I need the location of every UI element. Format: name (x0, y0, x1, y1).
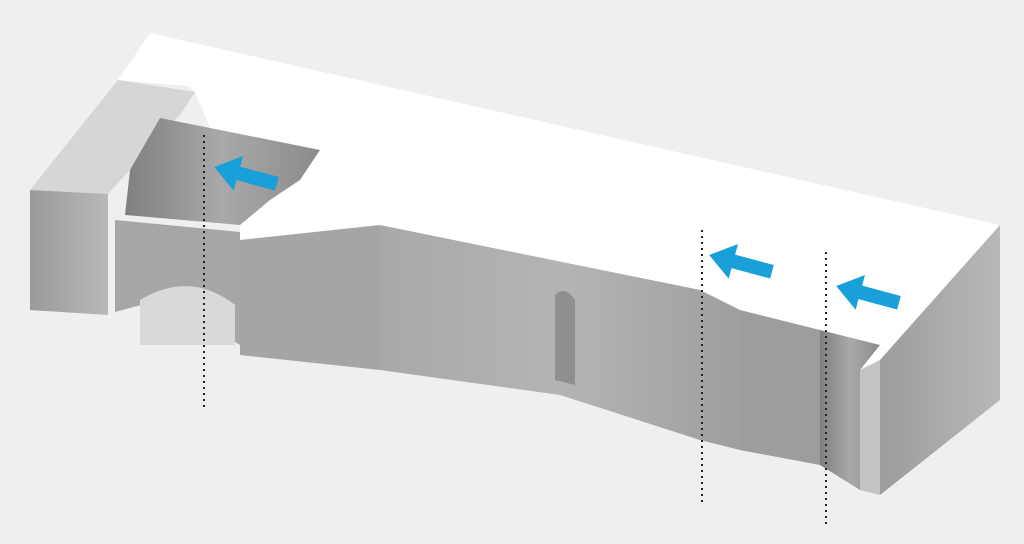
right-front-wall (740, 310, 820, 465)
middle-front-wall (240, 225, 380, 370)
right-pocket (820, 330, 880, 490)
flow-arrow-icon (836, 275, 901, 310)
right-end-face (880, 225, 1000, 495)
right-end-front (860, 360, 880, 495)
left-end-face (30, 80, 195, 194)
top-surface (118, 33, 1000, 370)
flow-arrow-icon (709, 244, 774, 279)
center-arch (555, 291, 575, 385)
flow-arrow-icon (214, 156, 279, 191)
left-arch-opening (140, 286, 235, 345)
left-front-face (30, 190, 108, 315)
